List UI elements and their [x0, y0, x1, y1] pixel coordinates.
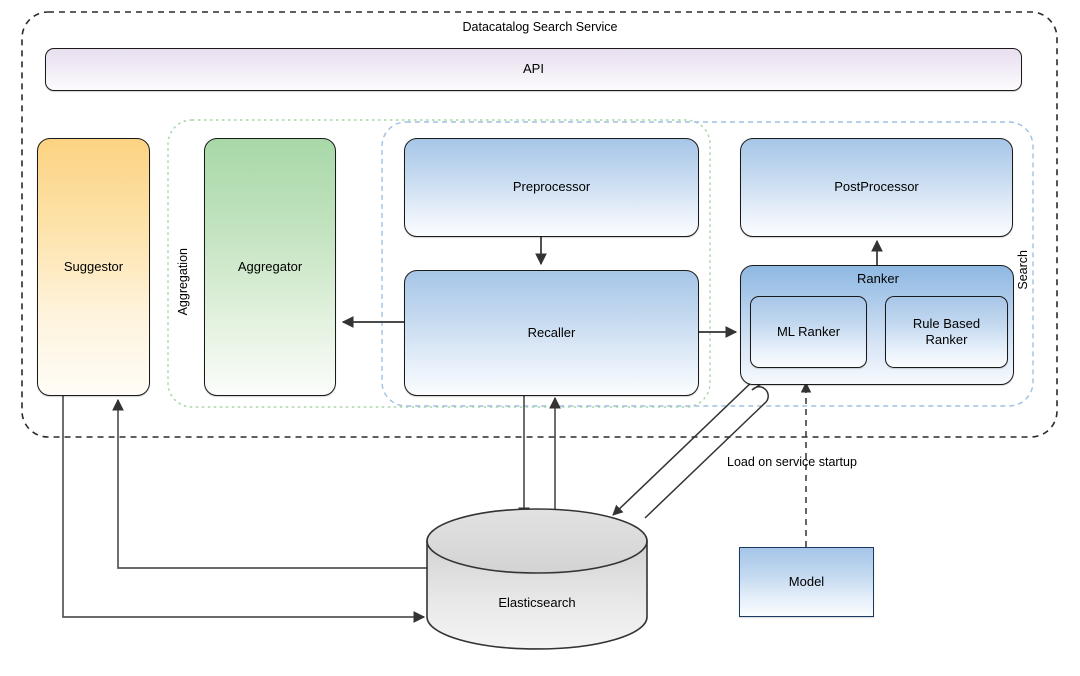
node-preprocessor-label: Preprocessor [512, 179, 591, 195]
node-ml-ranker-label: ML Ranker [776, 323, 841, 339]
aggregation-container-label: Aggregation [176, 248, 190, 316]
node-postprocessor-label: PostProcessor [834, 179, 919, 195]
edge-suggestor-elasticsearch [62, 396, 426, 623]
node-api[interactable]: API [45, 48, 1022, 91]
node-ranker-group[interactable]: Ranker ML Ranker Rule Based Ranker [740, 265, 1014, 385]
elasticsearch-cylinder-shape [426, 508, 648, 650]
node-elasticsearch-label: Elasticsearch [498, 595, 576, 610]
node-api-label: API [523, 61, 544, 77]
edge-elasticsearch-mlranker [644, 371, 780, 519]
node-preprocessor[interactable]: Preprocessor [404, 138, 699, 237]
node-suggestor[interactable]: Suggestor [37, 138, 150, 396]
node-rule-based-ranker-label: Rule Based Ranker [912, 315, 981, 347]
node-aggregator-label: Aggregator [237, 258, 303, 274]
node-recaller-label: Recaller [527, 324, 576, 340]
node-aggregator[interactable]: Aggregator [204, 138, 336, 396]
node-suggestor-label: Suggestor [63, 258, 124, 274]
service-container-title: Datacatalog Search Service [462, 20, 618, 34]
edge-elasticsearch-suggestor [112, 398, 427, 569]
node-recaller[interactable]: Recaller [404, 270, 699, 396]
service-container-border [21, 11, 1058, 438]
node-model[interactable]: Model [739, 547, 874, 617]
node-ml-ranker[interactable]: ML Ranker [750, 296, 867, 368]
node-postprocessor[interactable]: PostProcessor [740, 138, 1013, 237]
load-on-startup-label: Load on service startup [727, 455, 857, 469]
edge-mlranker-elasticsearch [612, 377, 757, 516]
node-rule-based-ranker[interactable]: Rule Based Ranker [885, 296, 1008, 368]
search-container-label: Search [1016, 250, 1030, 290]
search-container-border [381, 121, 1034, 407]
node-ranker-label: Ranker [857, 270, 899, 286]
aggregation-container-border [167, 119, 711, 408]
node-model-label: Model [788, 573, 825, 589]
